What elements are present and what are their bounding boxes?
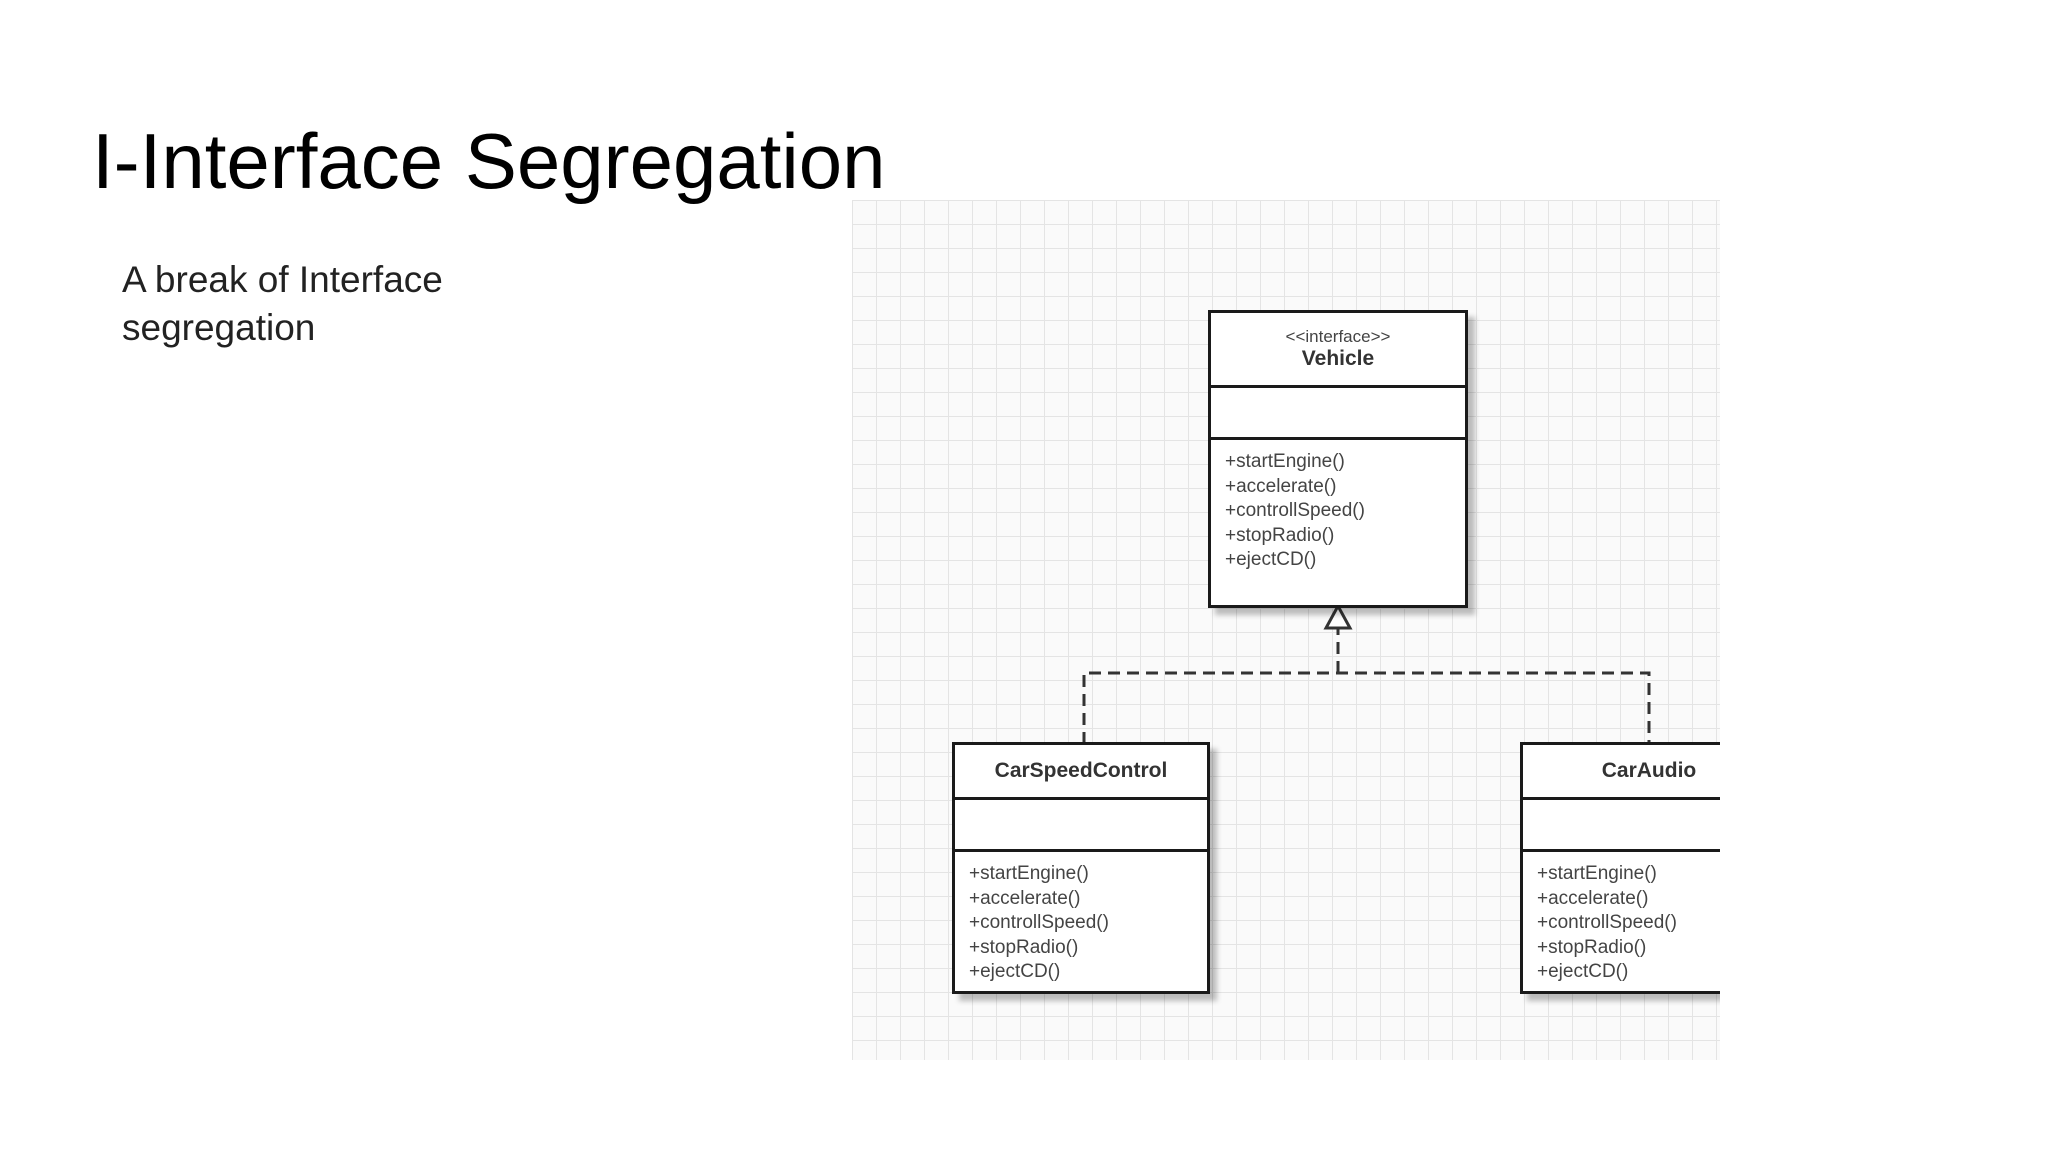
method-item: +accelerate() bbox=[1225, 475, 1337, 497]
method-item: +stopRadio() bbox=[1537, 936, 1647, 958]
method-item: +ejectCD() bbox=[1225, 549, 1317, 570]
dashed-connector-line bbox=[1082, 622, 1651, 744]
method-item: +controllSpeed() bbox=[1537, 912, 1677, 933]
class-name: CarAudio bbox=[1601, 759, 1697, 782]
class-header: CarSpeedControl bbox=[955, 745, 1207, 800]
class-methods: +startEngine() +accelerate() +controllSp… bbox=[1523, 852, 1720, 985]
class-box-carspeedcontrol: CarSpeedControl +startEngine() +accelera… bbox=[952, 742, 1210, 994]
class-attributes bbox=[1523, 800, 1720, 852]
method-item: +controllSpeed() bbox=[969, 912, 1109, 933]
realization-arrowhead bbox=[1323, 602, 1353, 630]
method-item: +ejectCD() bbox=[1537, 961, 1629, 982]
slide-body-text: A break of Interface segregation bbox=[122, 259, 443, 348]
class-name: CarSpeedControl bbox=[994, 759, 1168, 782]
slide-title: I-Interface Segregation bbox=[92, 117, 886, 205]
method-item: +ejectCD() bbox=[969, 961, 1061, 982]
class-methods: +startEngine() +accelerate() +controllSp… bbox=[955, 852, 1207, 985]
method-item: +startEngine() bbox=[1537, 863, 1657, 884]
method-item: +startEngine() bbox=[1225, 451, 1345, 472]
interface-stereotype: <<interface>> bbox=[1285, 327, 1391, 346]
interface-attributes bbox=[1211, 388, 1465, 440]
interface-name: Vehicle bbox=[1301, 347, 1375, 370]
realization-connectors bbox=[1082, 602, 1651, 744]
method-item: +accelerate() bbox=[1537, 887, 1649, 909]
class-box-caraudio: CarAudio +startEngine() +accelerate() +c… bbox=[1520, 742, 1720, 994]
class-header: CarAudio bbox=[1523, 745, 1720, 800]
interface-box-vehicle: <<interface>> Vehicle +startEngine() +ac… bbox=[1208, 310, 1468, 608]
method-item: +controllSpeed() bbox=[1225, 500, 1365, 521]
interface-header: <<interface>> Vehicle bbox=[1211, 313, 1465, 388]
class-attributes bbox=[955, 800, 1207, 852]
method-item: +stopRadio() bbox=[1225, 524, 1335, 546]
method-item: +stopRadio() bbox=[969, 936, 1079, 958]
method-item: +startEngine() bbox=[969, 863, 1089, 884]
method-item: +accelerate() bbox=[969, 887, 1081, 909]
interface-methods: +startEngine() +accelerate() +controllSp… bbox=[1211, 440, 1465, 573]
uml-diagram: <<interface>> Vehicle +startEngine() +ac… bbox=[852, 200, 1720, 1060]
